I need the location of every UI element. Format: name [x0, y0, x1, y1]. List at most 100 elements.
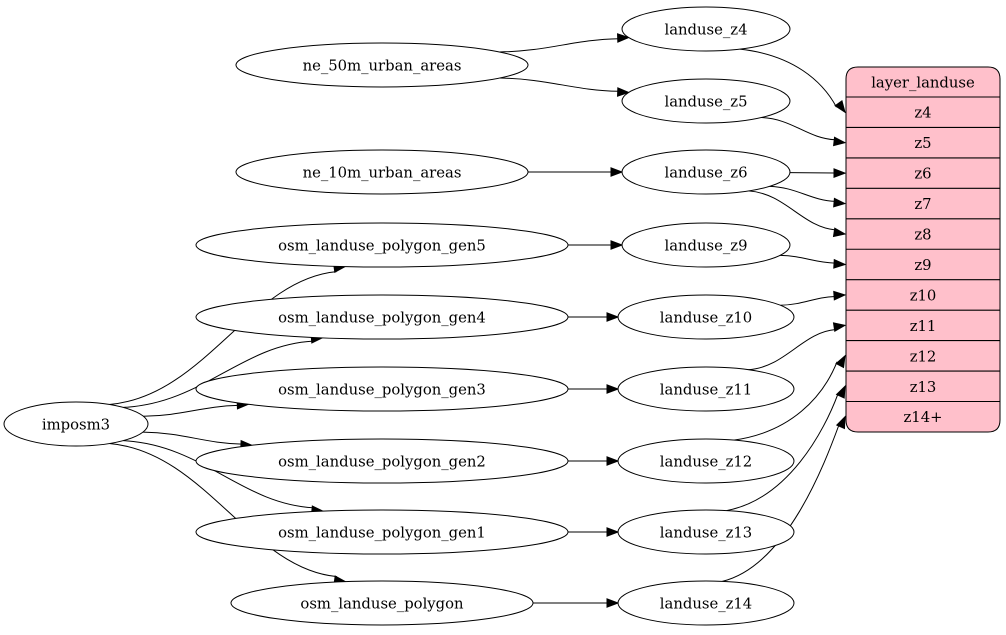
- table-row-z14+[interactable]: z14+: [903, 409, 942, 426]
- edge-landuse_z6-to-layer_landuse-z6: [789, 168, 847, 179]
- edge-arrowhead: [606, 456, 620, 466]
- node-shape-osm_landuse_polygon_gen3: [195, 366, 569, 412]
- node-landuse_z9[interactable]: landuse_z9: [621, 222, 791, 268]
- node-shape-landuse_z9: [621, 222, 791, 268]
- edge-line: [722, 424, 840, 582]
- table-row-z12[interactable]: z12: [910, 348, 937, 365]
- node-shape-osm_landuse_polygon_gen1: [195, 509, 569, 555]
- edge-arrowhead: [617, 87, 631, 97]
- node-shape-landuse_z6: [621, 149, 791, 195]
- node-shape-landuse_z10: [617, 294, 795, 340]
- table-row-z11[interactable]: z11: [910, 318, 937, 335]
- layer-landuse-table[interactable]: layer_landuse z4 z5 z6 z7 z8 z9 z10 z11 z12 z13 z14…: [845, 66, 1001, 433]
- edge-line: [726, 393, 839, 512]
- edge-line: [123, 440, 314, 509]
- node-shape-osm_landuse_polygon_gen2: [195, 438, 569, 484]
- node-landuse_z4[interactable]: landuse_z4: [621, 6, 791, 52]
- node-landuse_z6[interactable]: landuse_z6: [621, 149, 791, 195]
- edge-arrowhead: [835, 415, 846, 430]
- node-landuse_z13[interactable]: landuse_z13: [617, 509, 795, 555]
- edge-arrowhead: [833, 168, 847, 179]
- edge-arrowhead: [834, 100, 846, 114]
- edge-line: [733, 361, 838, 441]
- table-row-z6[interactable]: z6: [914, 166, 931, 183]
- node-shape-ne_50m_urban_areas: [235, 42, 529, 88]
- node-osm_landuse_polygon_gen5[interactable]: osm_landuse_polygon_gen5: [195, 222, 569, 268]
- edge-arrowhead: [610, 167, 624, 177]
- edge-landuse_z9-to-layer_landuse-z9: [780, 254, 847, 269]
- edge-landuse_z6-to-layer_landuse-z7: [769, 185, 847, 208]
- node-landuse_z11[interactable]: landuse_z11: [617, 366, 795, 412]
- edge-osm_landuse_polygon-to-landuse_z14: [533, 598, 620, 608]
- node-osm_landuse_polygon_gen2[interactable]: osm_landuse_polygon_gen2: [195, 438, 569, 484]
- node-shape-landuse_z13: [617, 509, 795, 555]
- edge-arrowhead: [833, 136, 847, 147]
- node-osm_landuse_polygon_gen1[interactable]: osm_landuse_polygon_gen1: [195, 509, 569, 555]
- edge-arrowhead: [833, 290, 847, 301]
- edge-osm_landuse_polygon_gen2-to-landuse_z12: [568, 456, 620, 466]
- edge-line: [761, 117, 836, 141]
- edge-line: [123, 340, 313, 408]
- table-row-z10[interactable]: z10: [910, 287, 937, 304]
- edge-osm_landuse_polygon_gen1-to-landuse_z13: [568, 527, 620, 537]
- edge-arrowhead: [610, 240, 624, 250]
- edge-line: [142, 431, 243, 445]
- edge-arrowhead: [832, 227, 847, 238]
- table-row-z9[interactable]: z9: [914, 257, 931, 274]
- table-row-z5[interactable]: z5: [914, 135, 931, 152]
- edge-landuse_z14-to-layer_landuse-z14+: [722, 415, 846, 582]
- node-osm_landuse_polygon_gen4[interactable]: osm_landuse_polygon_gen4: [195, 294, 569, 340]
- edge-arrowhead: [606, 598, 620, 608]
- edge-line: [780, 296, 836, 306]
- node-osm_landuse_polygon_gen3[interactable]: osm_landuse_polygon_gen3: [195, 366, 569, 412]
- edge-arrowhead: [606, 384, 620, 394]
- edge-landuse_z12-to-layer_landuse-z12: [733, 354, 846, 441]
- table-row-z7[interactable]: z7: [914, 196, 931, 213]
- edge-ne_50m_urban_areas-to-landuse_z5: [499, 77, 631, 97]
- table-row-z13[interactable]: z13: [910, 379, 937, 396]
- edge-imposm3-to-osm_landuse_polygon_gen3: [143, 399, 250, 417]
- edge-landuse_z13-to-layer_landuse-z13: [726, 385, 846, 512]
- edge-osm_landuse_polygon_gen5-to-landuse_z9: [568, 240, 624, 250]
- node-shape-osm_landuse_polygon: [230, 580, 534, 626]
- edge-arrowhead: [606, 312, 620, 322]
- edge-line: [499, 77, 619, 92]
- edge-landuse_z4-to-layer_landuse-z4: [739, 48, 846, 114]
- node-ne_50m_urban_areas[interactable]: ne_50m_urban_areas: [235, 42, 529, 88]
- node-shape-ne_10m_urban_areas: [235, 149, 529, 195]
- edge-osm_landuse_polygon_gen4-to-landuse_z10: [568, 312, 620, 322]
- node-ne_10m_urban_areas[interactable]: ne_10m_urban_areas: [235, 149, 529, 195]
- node-shape-osm_landuse_polygon_gen5: [195, 222, 569, 268]
- node-landuse_z14[interactable]: landuse_z14: [617, 580, 795, 626]
- edge-osm_landuse_polygon_gen3-to-landuse_z11: [568, 384, 620, 394]
- edge-arrowhead: [833, 258, 847, 269]
- table-row-z8[interactable]: z8: [914, 227, 931, 244]
- edge-line: [109, 443, 337, 578]
- edge-landuse_z6-to-layer_landuse-z8: [748, 190, 847, 238]
- edge-line: [109, 271, 337, 405]
- node-shape-landuse_z14: [617, 580, 795, 626]
- node-landuse_z10[interactable]: landuse_z10: [617, 294, 795, 340]
- node-shape-landuse_z5: [621, 78, 791, 124]
- layer-landuse-table-header: layer_landuse: [871, 75, 975, 92]
- node-osm_landuse_polygon[interactable]: osm_landuse_polygon: [230, 580, 534, 626]
- edge-landuse_z10-to-layer_landuse-z10: [780, 290, 847, 306]
- edge-line: [143, 404, 239, 417]
- edge-ne_50m_urban_areas-to-landuse_z4: [499, 33, 631, 53]
- edge-arrowhead: [832, 322, 847, 333]
- node-shape-landuse_z11: [617, 366, 795, 412]
- edge-line: [780, 254, 836, 264]
- node-shape-landuse_z12: [617, 438, 795, 484]
- edge-landuse_z11-to-layer_landuse-z11: [748, 322, 847, 371]
- edge-arrowhead: [606, 527, 620, 537]
- node-shape-landuse_z4: [621, 6, 791, 52]
- edge-arrowhead: [833, 197, 847, 208]
- nodes-layer: imposm3 ne_50m_urban_areas ne_10m_urban_ar…: [3, 6, 795, 626]
- table-row-z4[interactable]: z4: [914, 105, 931, 122]
- node-landuse_z12[interactable]: landuse_z12: [617, 438, 795, 484]
- edge-line: [739, 48, 837, 108]
- node-imposm3[interactable]: imposm3: [3, 401, 149, 447]
- node-landuse_z5[interactable]: landuse_z5: [621, 78, 791, 124]
